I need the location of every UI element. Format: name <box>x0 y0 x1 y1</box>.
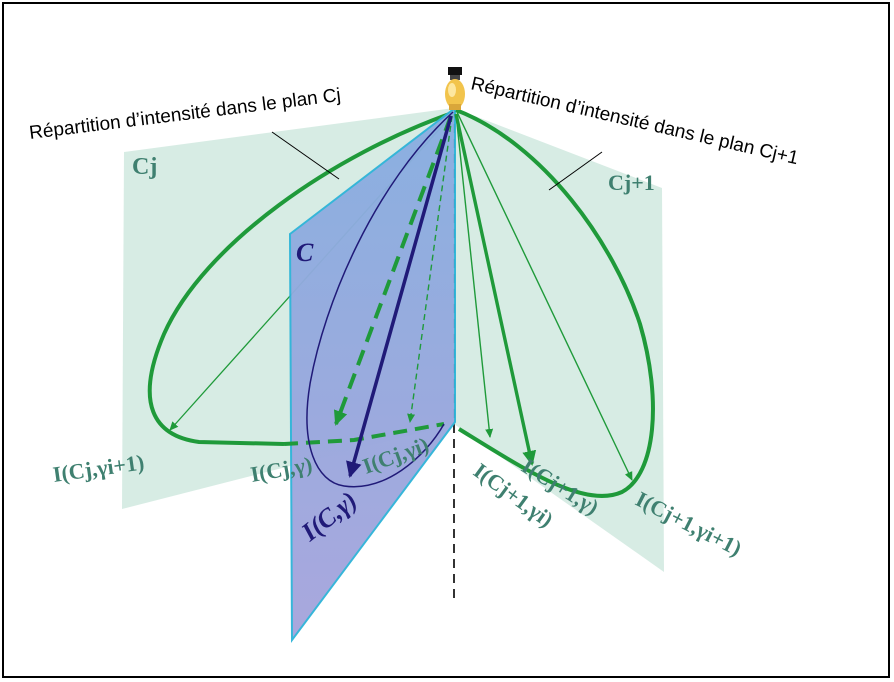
plane-c-name: C <box>296 238 314 267</box>
intensity-curve-cj <box>147 110 456 446</box>
lamp-icon <box>445 67 465 110</box>
arrow-cj1-gi <box>455 113 494 438</box>
arrow-c-g <box>346 115 453 478</box>
arrow-cj-gi <box>407 115 453 423</box>
photometric-diagram: Répartition d’intensité dans le plan Cj … <box>28 67 800 643</box>
leader-line-cj <box>271 131 340 180</box>
intensity-curve-c <box>306 111 454 488</box>
plane-cj1-name: Cj+1 <box>608 170 655 195</box>
arrow-cj1-gi1 <box>456 111 633 481</box>
plane-c <box>288 105 456 643</box>
leader-line-cj1 <box>548 151 603 191</box>
arrow-cj-g <box>333 115 453 426</box>
arrow-cj1-g <box>454 113 537 466</box>
plane-cj-name: Cj <box>132 154 157 180</box>
intensity-curve-cj-dashed <box>283 422 445 446</box>
intensity-curve-cj1 <box>455 108 655 498</box>
